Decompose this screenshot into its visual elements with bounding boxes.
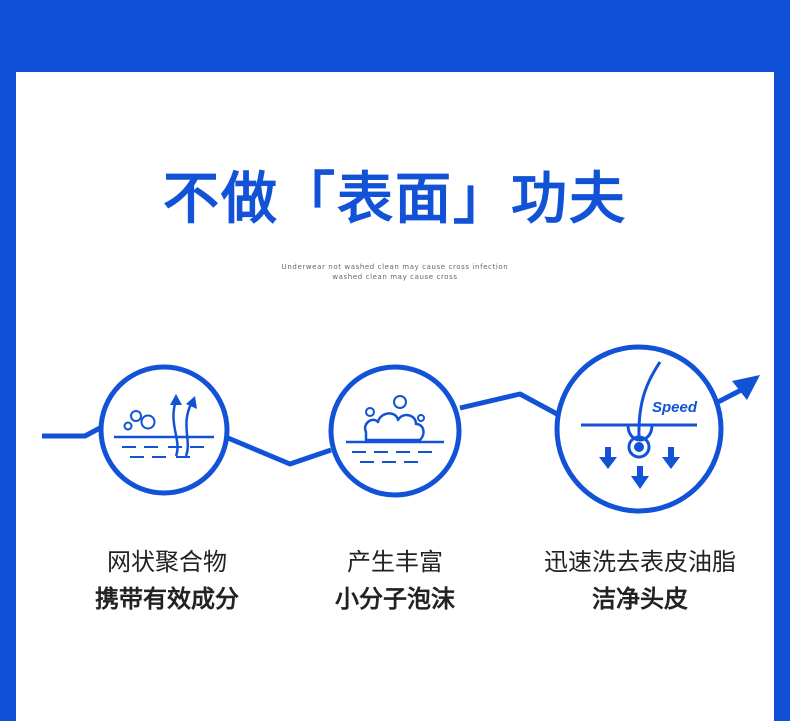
feature-caption-2: 产生丰富 小分子泡沫 (265, 545, 525, 619)
down-arrow-icon (662, 447, 680, 469)
page-title: 不做「表面」功夫 (163, 167, 627, 232)
mesh-bubbles-icon (98, 364, 230, 496)
trend-arrow-head-icon (732, 375, 760, 400)
trend-line-segment-3 (459, 391, 559, 417)
feature-caption-1: 网状聚合物 携带有效成分 (37, 545, 297, 619)
hair-follicle-icon: Speed (554, 344, 724, 514)
feature-caption-3: 迅速洗去表皮油脂 洁净头皮 (510, 545, 770, 619)
feature-1-line-1: 网状聚合物 (107, 548, 227, 576)
trend-line (42, 425, 102, 439)
feature-2-line-1: 产生丰富 (347, 548, 443, 576)
subtitle-line-2: washed clean may cause cross (332, 273, 458, 281)
feature-3-line-2: 洁净头皮 (592, 585, 688, 613)
feature-3-line-1: 迅速洗去表皮油脂 (544, 548, 736, 576)
foam-cloud-icon (328, 364, 462, 498)
down-arrow-icon (631, 466, 649, 489)
down-arrow-icon (599, 447, 617, 469)
feature-1-line-2: 携带有效成分 (95, 585, 239, 613)
speed-badge-text: Speed (652, 399, 698, 416)
subtitle-line-1: Underwear not washed clean may cause cro… (281, 263, 509, 271)
feature-2-line-2: 小分子泡沫 (335, 585, 455, 613)
trend-line-segment-2 (227, 435, 332, 467)
